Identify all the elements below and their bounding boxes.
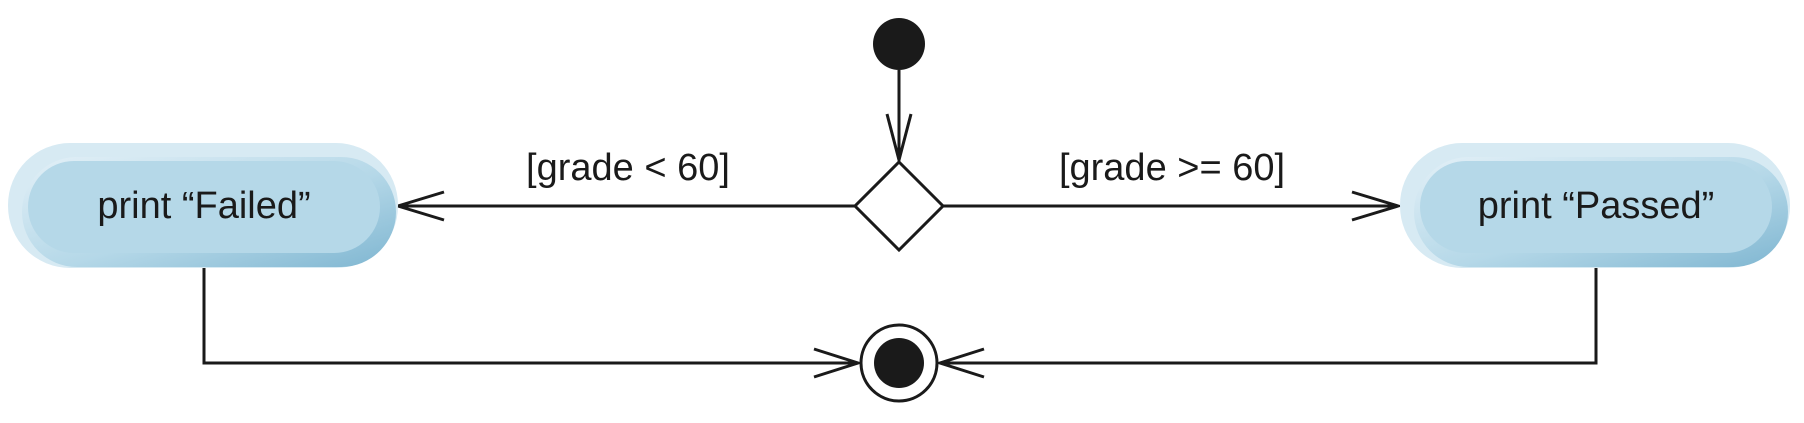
final-node-core — [874, 338, 924, 388]
action-passed-label: print “Passed” — [1478, 185, 1715, 227]
arrowhead-into-passed — [1351, 190, 1404, 222]
action-failed: print “Failed” — [8, 143, 398, 268]
action-failed-inner — [28, 161, 380, 253]
action-failed-label: print “Failed” — [97, 185, 310, 227]
arrowhead-passed-into-final — [935, 347, 985, 379]
arrowhead-failed-into-final — [813, 347, 863, 379]
guard-fail-label: [grade < 60] — [526, 147, 730, 189]
action-passed-inner — [1420, 161, 1772, 253]
edge-failed-to-final — [202, 268, 858, 365]
edge-passed-to-final — [940, 268, 1598, 365]
guard-pass-label: [grade >= 60] — [1059, 147, 1285, 189]
decision-node — [852, 159, 946, 253]
initial-node — [873, 18, 925, 70]
action-passed: print “Passed” — [1400, 143, 1790, 268]
